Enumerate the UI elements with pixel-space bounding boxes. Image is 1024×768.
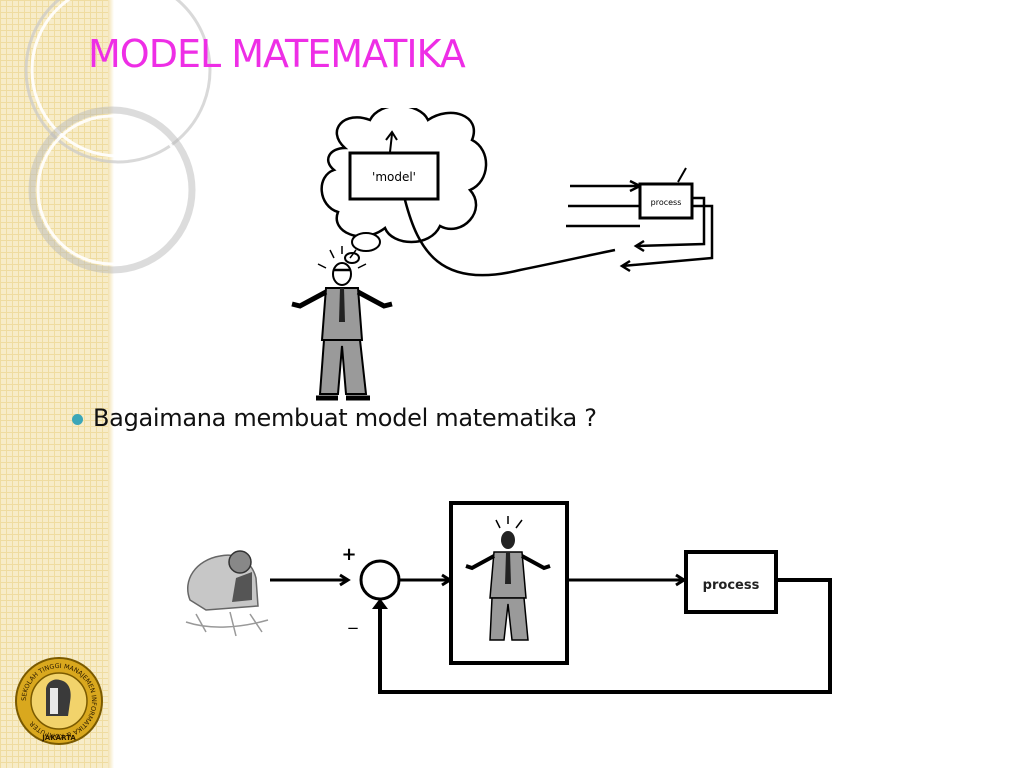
- monkey-dark-shade: [232, 572, 252, 602]
- feedback-loop-line: [378, 578, 832, 694]
- idea-spark-lines: [317, 246, 367, 269]
- bottom-diagram: + _ process: [185, 501, 832, 694]
- seal-head-emblem: [46, 679, 71, 716]
- monkey-head: [228, 550, 252, 574]
- seal-city-text: JAKARTA: [41, 734, 76, 742]
- input-arrow: [270, 573, 351, 587]
- man-legs: [318, 339, 368, 395]
- model-label: 'model': [372, 170, 416, 184]
- monkey-figure: [185, 550, 269, 637]
- bullet-dot: [72, 413, 83, 425]
- controller-to-process-arrow: [567, 573, 687, 587]
- deco-ring-small: [28, 106, 196, 274]
- man-tie: [339, 288, 345, 322]
- cloud-arrow: [385, 130, 398, 153]
- feedback-arrowhead: [372, 598, 388, 609]
- summing-junction: [359, 559, 401, 601]
- deco-ring-small-inner: [36, 114, 188, 266]
- thought-bubble-small: [344, 252, 360, 264]
- model-process-link: [403, 199, 616, 277]
- thought-bubble-large: [351, 232, 381, 252]
- thinking-man-figure: [291, 246, 393, 401]
- deco-ring-large: [24, 0, 212, 164]
- junction-to-controller-arrow: [399, 573, 453, 587]
- university-seal: SEKOLAH TINGGI MANAJEMEN INFORMATIKA & K…: [15, 657, 103, 745]
- return-arrow-2: [619, 204, 714, 273]
- plus-sign: +: [341, 544, 356, 565]
- sidebar-edge: [108, 0, 114, 768]
- controller-man-arms: [465, 554, 551, 571]
- top-diagram: 'model' process: [291, 108, 714, 401]
- top-process-label: process: [651, 198, 682, 207]
- controller-man-legs: [489, 597, 529, 641]
- decorative-rings: [24, 0, 212, 274]
- return-arrow-1: [633, 196, 706, 253]
- controller-man-head: [501, 531, 515, 549]
- seal-book-emblem: [50, 688, 58, 714]
- bottom-process-label: process: [703, 578, 760, 593]
- process-input-arrow: [570, 179, 643, 193]
- slide-title: MODEL MATEMATIKA: [88, 32, 466, 76]
- bullet-text: Bagaimana membuat model matematika ?: [93, 404, 597, 432]
- controller-man-tie: [505, 552, 511, 584]
- model-box: [348, 151, 440, 201]
- controller-man-figure: [465, 516, 551, 641]
- controller-idea-sparks: [495, 516, 523, 529]
- deco-ring-large-inner: [30, 0, 206, 158]
- man-arms: [291, 289, 393, 309]
- monkey-ground: [185, 611, 269, 637]
- man-head: [332, 262, 352, 286]
- top-process-box: [638, 182, 694, 220]
- bullet-item: Bagaimana membuat model matematika ?: [72, 404, 597, 432]
- process-antenna: [677, 167, 687, 183]
- minus-sign: _: [348, 609, 359, 630]
